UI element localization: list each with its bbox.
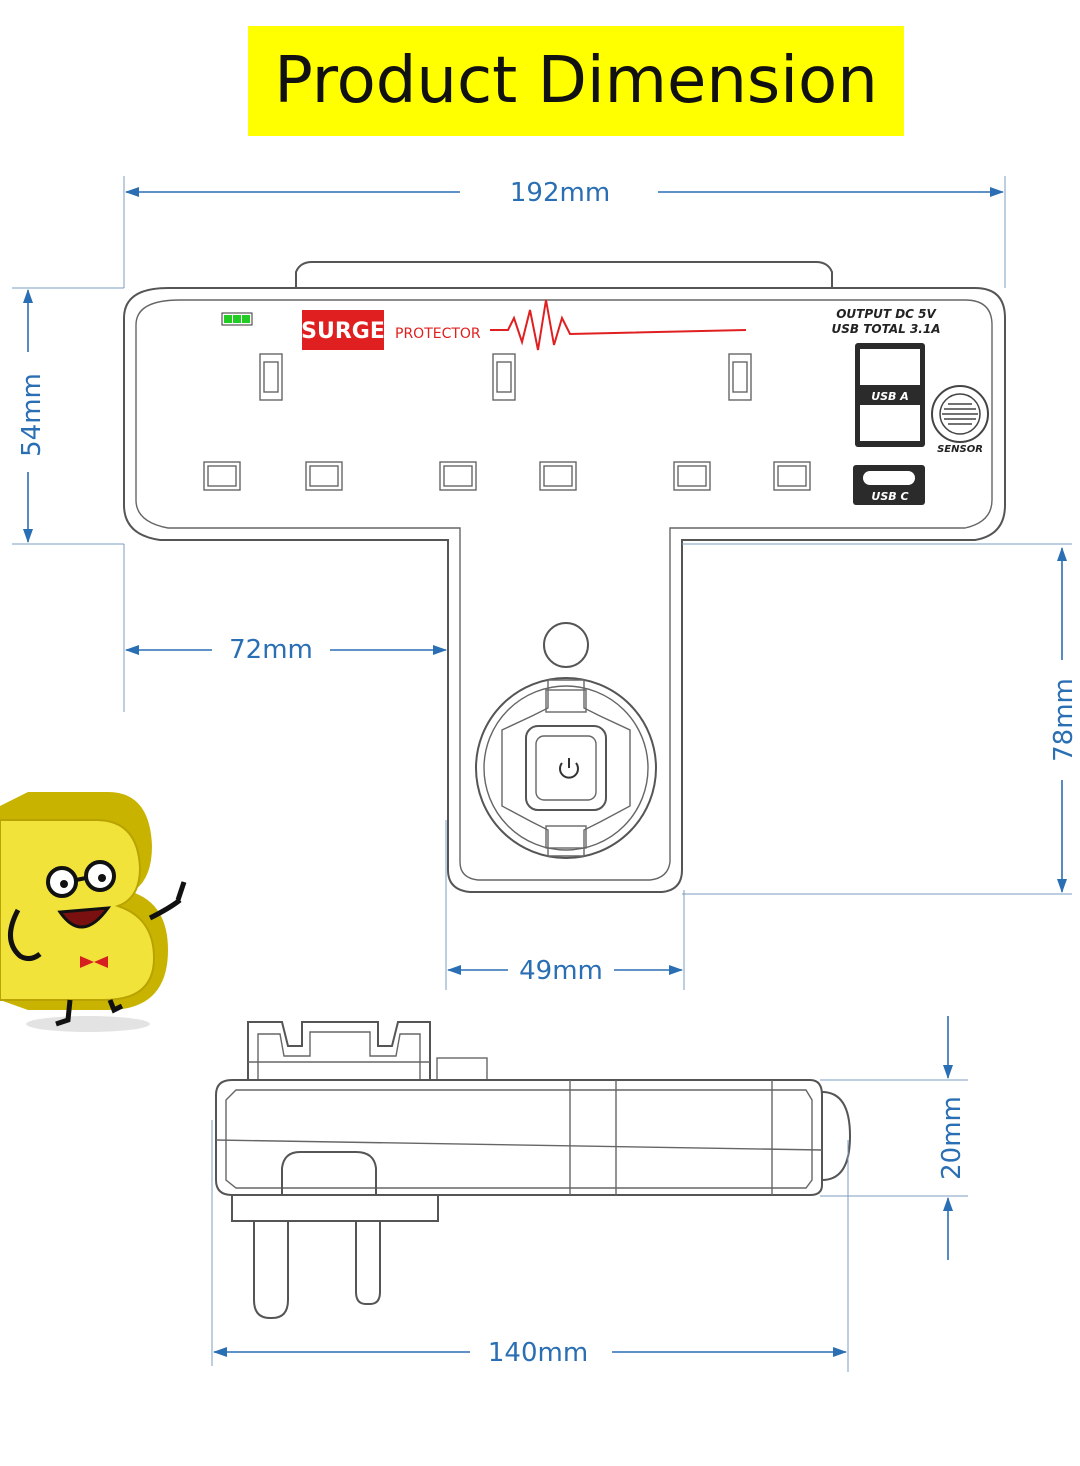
dim-stem-height-label: 78mm [1049,678,1079,762]
socket-pin-slots [203,461,811,491]
usb-a-port-2 [860,405,920,441]
surge-pulse-icon [490,299,747,351]
usb-c-port [863,471,915,485]
surge-label: SURGE [301,319,385,344]
power-icon [559,758,579,779]
title-banner: Product Dimension [248,26,904,136]
output-label-2: USB TOTAL 3.1A [831,322,940,336]
output-label-1: OUTPUT DC 5V [836,307,937,321]
dim-stem-width-label: 49mm [519,956,603,986]
front-view: SURGE PROTECTOR OUTPUT DC 5V USB TOTAL 3… [123,261,1006,893]
sensor-icon [931,385,989,443]
top-tab [295,261,833,288]
letter-b-mascot-icon [0,792,187,1032]
side-view [215,1021,852,1319]
indicator-circle [543,622,589,668]
usb-a-label: USB A [871,390,909,403]
rotary-dial [475,677,657,859]
led-indicator-icon [221,312,253,326]
t-body-outline [123,287,1006,893]
usb-a-port-1 [860,349,920,385]
dim-depth-length-label: 140mm [488,1338,588,1368]
protector-label: PROTECTOR [395,326,481,342]
page-title: Product Dimension [274,44,878,118]
dim-width-label: 192mm [510,178,610,208]
plug-pin-live [355,1221,381,1305]
socket-earth-slots [259,353,752,401]
dim-side-width-label: 72mm [229,635,313,665]
t-body-inner [135,299,993,881]
side-body [215,1079,823,1196]
dim-top-height-label: 54mm [17,373,47,457]
dim-depth-height-label: 20mm [937,1096,967,1180]
usb-c-label: USB C [871,490,908,503]
sensor-label: SENSOR [937,444,983,455]
surge-badge [302,310,384,350]
plug-pin-earth [253,1221,289,1319]
